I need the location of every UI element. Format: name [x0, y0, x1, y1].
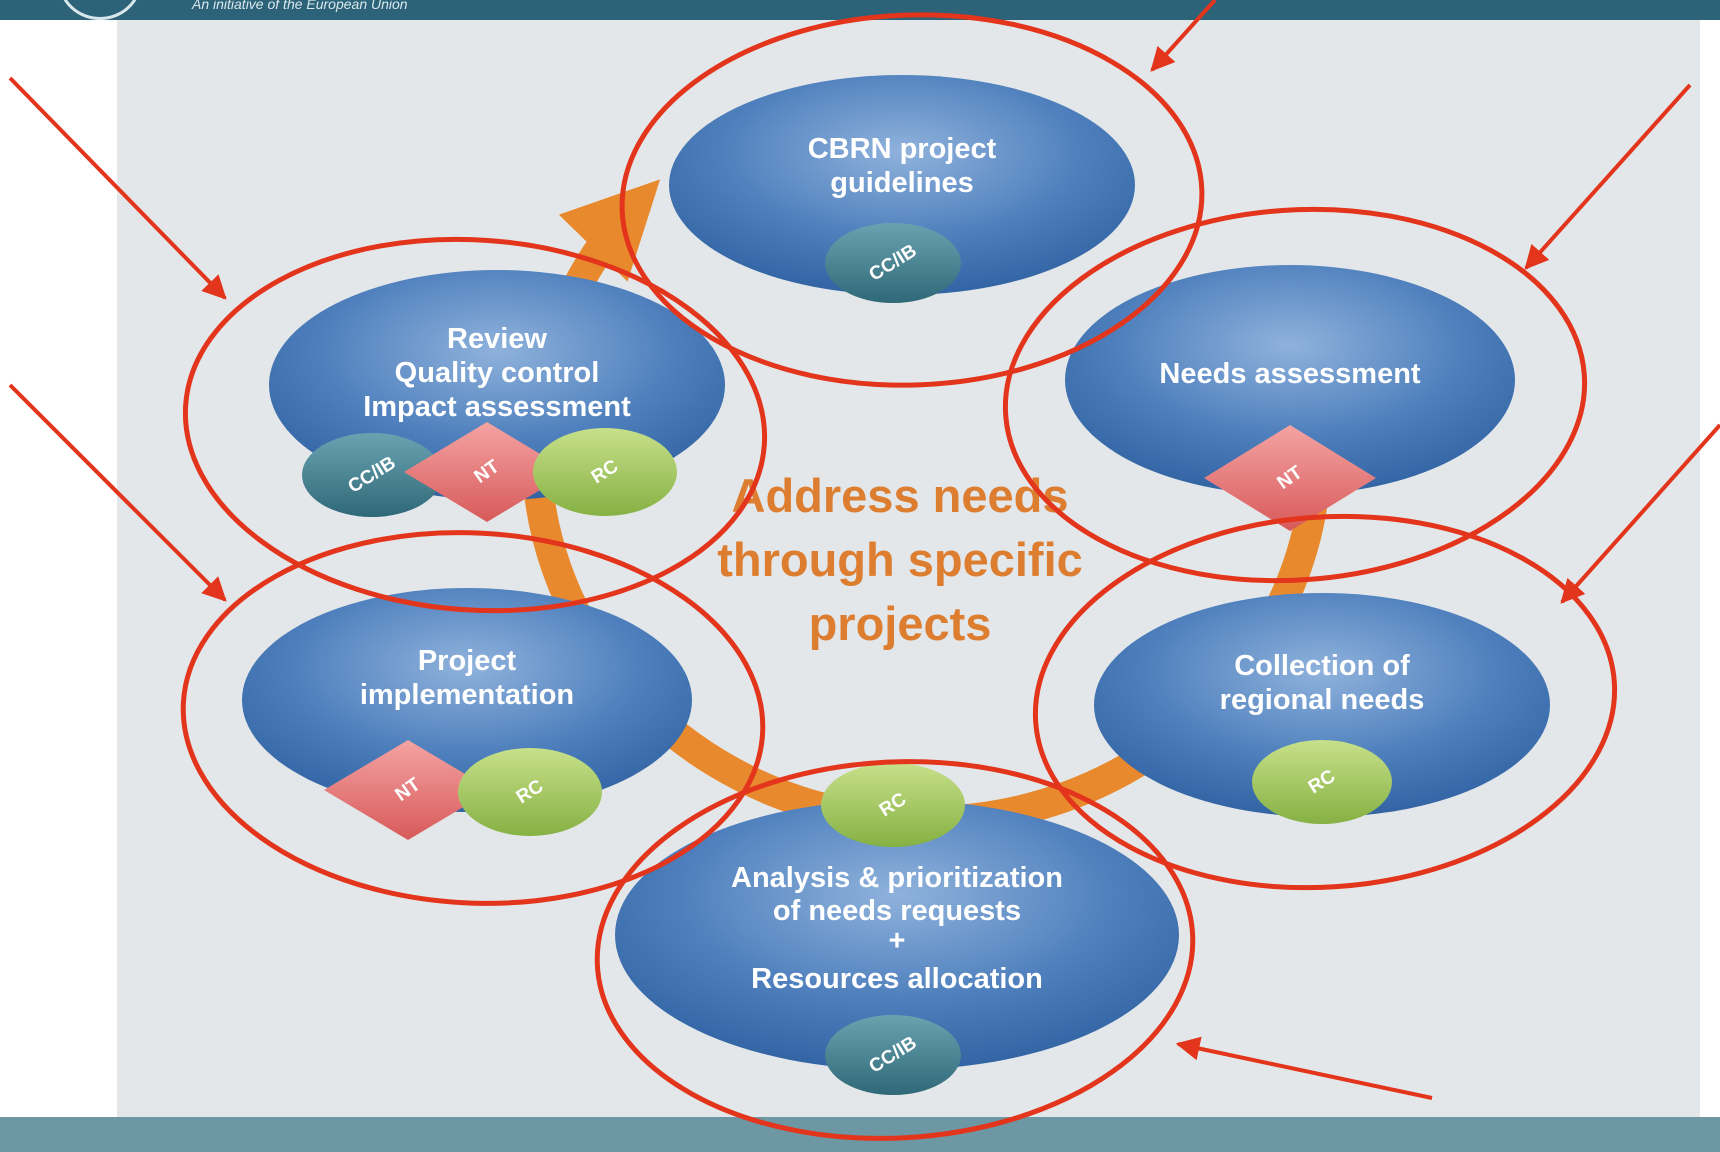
- stage-guidelines-shape: [669, 75, 1135, 295]
- annotation-ellipse: [594, 759, 1196, 1141]
- stage-analysis-line-4: Resources allocation: [751, 963, 1043, 995]
- stage-guidelines: CBRN project guidelines CC/IB: [669, 75, 1135, 303]
- stage-regional-needs: Collection of regional needs RC: [1094, 593, 1550, 824]
- stage-implementation: Project implementation NT RC: [242, 588, 692, 840]
- stage-analysis-shape: [615, 800, 1179, 1070]
- badge-rc: RC: [821, 763, 965, 847]
- center-label-line-2: through specific: [717, 533, 1083, 586]
- annotation-arrow: [1150, 0, 1217, 72]
- annotation-ellipse: [180, 530, 766, 906]
- stage-regional-needs-line-2: regional needs: [1220, 684, 1425, 716]
- stage-guidelines-line-1: CBRN project: [808, 133, 997, 165]
- annotation-ellipse: [1032, 513, 1618, 891]
- stage-analysis-line-1: Analysis & prioritization: [731, 862, 1063, 894]
- badge-rc: RC: [458, 748, 602, 836]
- annotation-arrow: [1560, 423, 1720, 604]
- stage-review-line-2: Quality control: [395, 357, 600, 389]
- header-tagline: An initiative of the European Union: [192, 0, 408, 12]
- stage-analysis: Analysis & prioritization of needs reque…: [615, 763, 1179, 1095]
- stage-implementation-line-1: Project: [418, 645, 517, 677]
- stage-guidelines-line-2: guidelines: [830, 167, 973, 199]
- badge-rc: RC: [1252, 740, 1392, 824]
- stage-implementation-shape: [242, 588, 692, 812]
- badge-ccib: CC/IB: [825, 223, 961, 303]
- annotation-arrow: [1524, 83, 1692, 270]
- badge-nt: NT: [324, 740, 492, 840]
- annotation-ellipses: [180, 12, 1618, 1141]
- annotation-arrow: [8, 383, 227, 602]
- stage-needs-assessment-shape: [1065, 265, 1515, 495]
- badge-nt: NT: [404, 422, 570, 522]
- annotation-arrows: [8, 0, 1720, 1100]
- header-bar: An initiative of the European Union: [0, 0, 1720, 20]
- center-label: Address needs through specific projects: [717, 469, 1083, 650]
- badge-ccib: CC/IB: [302, 433, 442, 517]
- stage-analysis-line-2: of needs requests: [773, 895, 1021, 927]
- stage-review-line-3: Impact assessment: [363, 391, 631, 423]
- badge-rc: RC: [533, 428, 677, 516]
- stage-review-line-1: Review: [447, 323, 547, 355]
- center-label-line-3: projects: [809, 597, 992, 650]
- annotation-ellipse: [1002, 206, 1588, 584]
- badge-nt: NT: [1204, 425, 1376, 531]
- stage-regional-needs-line-1: Collection of: [1234, 650, 1410, 682]
- annotation-arrow: [8, 76, 227, 300]
- footer-bar: [0, 1117, 1720, 1152]
- stage-implementation-line-2: implementation: [360, 679, 574, 711]
- badge-ccib: CC/IB: [825, 1015, 961, 1095]
- annotation-ellipse: [182, 236, 768, 614]
- stage-review: Review Quality control Impact assessment…: [269, 270, 725, 522]
- stage-needs-assessment: Needs assessment NT: [1065, 265, 1515, 531]
- stage-needs-assessment-line-1: Needs assessment: [1159, 358, 1420, 390]
- stage-analysis-line-3: +: [889, 925, 906, 957]
- center-label-line-1: Address needs: [732, 469, 1069, 522]
- annotation-arrow: [1175, 1036, 1433, 1100]
- annotation-ellipse: [619, 12, 1205, 388]
- stage-regional-needs-shape: [1094, 593, 1550, 817]
